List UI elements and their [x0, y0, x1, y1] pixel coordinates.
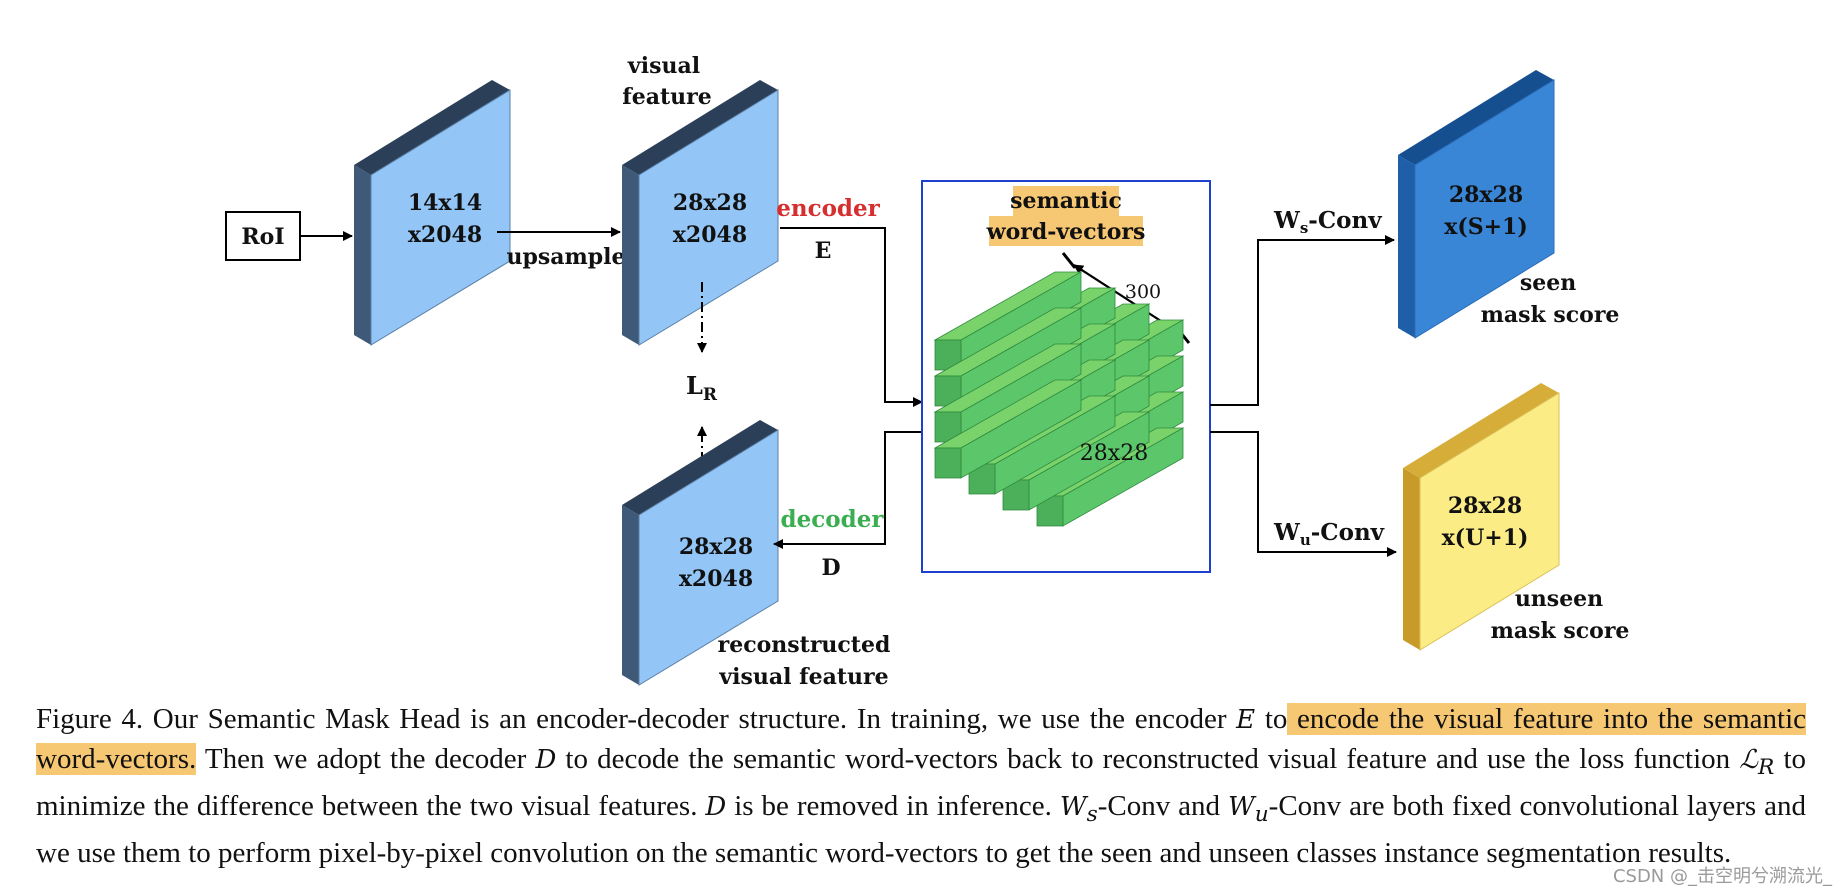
semantic-title-1: semantic [1010, 188, 1122, 214]
wu-conv-arrow [1210, 431, 1397, 557]
figure-caption: Figure 4. Our Semantic Mask Head is an e… [36, 700, 1807, 873]
reconstructed-feature-block: 28x28 x2048 reconstructed visual feature [622, 420, 890, 690]
cube-bar-front [934, 447, 962, 479]
seen-mask-score-block: 28x28 x(S+1) seen mask score [1398, 70, 1620, 339]
encoder-label: encoder [776, 195, 880, 222]
caption-text-7: -Conv and [1097, 790, 1228, 823]
visual-feature-dims-1: 28x28 [673, 190, 747, 216]
caption-symbol-d-2: D [705, 792, 727, 823]
caption-text-1: Figure 4. Our Semantic Mask Head is an e… [36, 703, 1237, 735]
visual-feature-block: visual feature 28x28 x2048 [622, 53, 779, 346]
caption-symbol-ws: Ws [1059, 792, 1098, 828]
roi-label: RoI [241, 224, 284, 250]
decoder-symbol: D [821, 555, 840, 581]
watermark: CSDN @_击空明兮溯流光_ [1612, 866, 1832, 887]
encoder-arrow [780, 227, 923, 407]
reconstructed-caption-2: visual feature [718, 664, 888, 690]
caption-symbol-loss: ℒR [1739, 745, 1775, 781]
semantic-mask-head-diagram: RoI 14x14 x2048 upsample visual feature … [225, 53, 1630, 690]
reconstructed-dims-2: x2048 [679, 566, 753, 592]
caption-symbol-e: E [1236, 705, 1256, 735]
visual-feature-dims-2: x2048 [673, 222, 747, 248]
unseen-dims-2: x(U+1) [1442, 525, 1529, 551]
roi-feature-dims-2: x2048 [408, 222, 482, 248]
roi-feature-block: 14x14 x2048 [354, 80, 511, 346]
roi-box: RoI [225, 211, 301, 261]
grid-label: 28x28 [1080, 441, 1148, 466]
ws-conv-arrow [1210, 235, 1395, 406]
semantic-word-vectors-box: semantic word-vectors 300 28x28 [921, 180, 1211, 573]
decoder-arrow [773, 431, 922, 549]
upsample-label: upsample [506, 244, 625, 270]
loss-label: LR [686, 371, 718, 405]
roi-feature-dims-1: 14x14 [408, 190, 482, 216]
reconstructed-dims-1: 28x28 [679, 534, 753, 560]
wu-conv-label: Wu-Conv [1273, 519, 1385, 549]
ws-conv-label: Ws-Conv [1273, 207, 1382, 237]
depth-label: 300 [1125, 281, 1161, 303]
caption-text-6: is be removed in inference. [726, 790, 1060, 823]
seen-dims-2: x(S+1) [1444, 214, 1528, 240]
caption-text-3: Then we adopt the decoder [196, 743, 536, 775]
caption-text-2: to [1255, 703, 1288, 735]
unseen-mask-score-block: 28x28 x(U+1) unseen mask score [1403, 383, 1630, 651]
unseen-dims-1: 28x28 [1448, 493, 1522, 519]
caption-symbol-d: D [535, 745, 557, 775]
unseen-caption-1: unseen [1515, 586, 1603, 612]
seen-caption-1: seen [1520, 270, 1576, 296]
unseen-caption-2: mask score [1491, 618, 1630, 644]
seen-caption-2: mask score [1481, 302, 1620, 328]
caption-text-5: to minimize the difference between the t… [36, 743, 1806, 823]
seen-dims-1: 28x28 [1449, 182, 1523, 208]
semantic-title-2: word-vectors [986, 219, 1146, 245]
decoder-label: decoder [781, 506, 885, 533]
reconstructed-caption-1: reconstructed [718, 632, 891, 658]
visual-feature-caption-2: feature [622, 84, 711, 110]
visual-feature-caption-1: visual [627, 53, 700, 79]
caption-symbol-wu: Wu [1227, 792, 1269, 828]
encoder-symbol: E [815, 238, 832, 264]
caption-text-8: -Conv are both fixed convolutional layer… [36, 790, 1806, 870]
caption-text-4: to decode the semantic word-vectors back… [556, 743, 1740, 775]
word-vector-cube [933, 271, 1185, 527]
